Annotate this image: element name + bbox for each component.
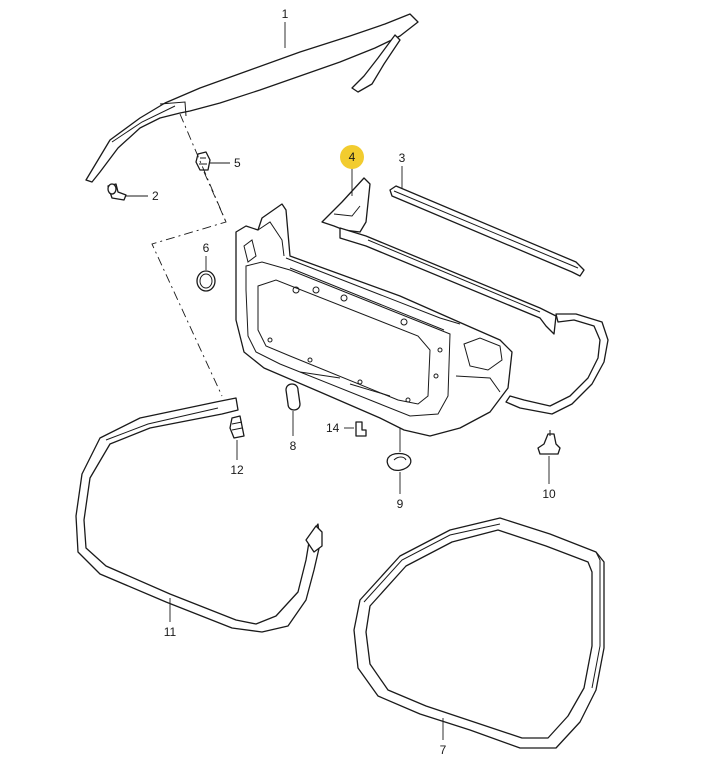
part-7-window-seal: [353, 517, 605, 749]
assembly-line-left: [151, 113, 227, 397]
callout-11: 11: [164, 625, 177, 639]
callout-1: 1: [282, 7, 289, 21]
callout-12: 12: [230, 463, 244, 477]
part-11-door-seal: [75, 397, 323, 633]
callout-9: 9: [397, 497, 404, 511]
part-2-screw: [107, 183, 127, 201]
callout-5: 5: [234, 156, 241, 170]
callout-4: 4: [349, 150, 356, 164]
door-panel: [235, 203, 513, 437]
part-5-clip: [195, 151, 211, 171]
part-6-round-plug: [196, 270, 216, 292]
part-4-corner-trim: [321, 177, 371, 233]
callout-3: 3: [399, 151, 406, 165]
window-belt-seal: [339, 227, 557, 335]
part-8-oval-plug: [285, 383, 301, 411]
door-seal-right: [505, 313, 609, 415]
callout-10: 10: [542, 487, 556, 501]
callout-14: 14: [326, 421, 340, 435]
callout-7: 7: [440, 743, 447, 757]
callout-8: 8: [290, 439, 297, 453]
callout-2: 2: [152, 189, 159, 203]
part-12-screw: [229, 415, 245, 439]
part-3-belt-strip: [389, 185, 585, 277]
part-9-grommet: [386, 452, 412, 472]
callout-4-highlight: [340, 145, 364, 169]
part-14-clip: [355, 421, 367, 437]
assembly-line-right: [203, 171, 227, 223]
part-1-frame-trim: [85, 13, 419, 183]
callout-6: 6: [203, 241, 210, 255]
part-10-stop-pin: [537, 430, 561, 455]
